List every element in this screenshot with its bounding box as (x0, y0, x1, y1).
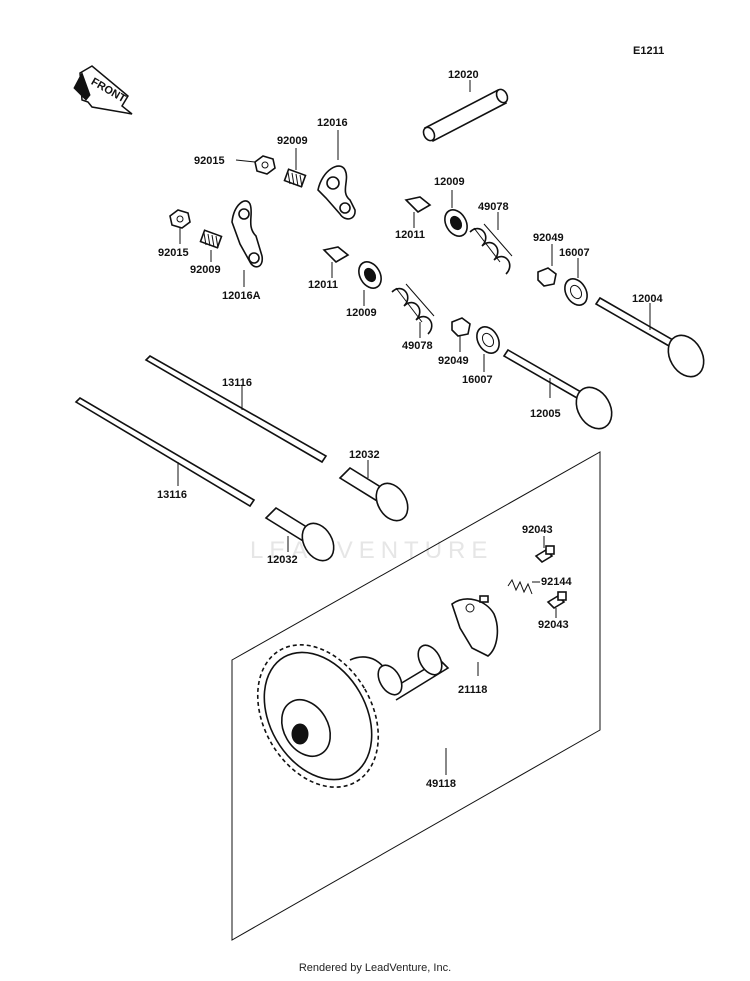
valve-keeper-12011-upper[interactable] (404, 196, 432, 214)
callout-92043-lower: 92043 (538, 619, 569, 631)
stem-seal-92049-lower[interactable] (451, 317, 471, 337)
rocker-arm-12016[interactable] (317, 165, 356, 220)
callout-13116-upper: 13116 (222, 377, 252, 389)
diagram-ref-code: E1211 (633, 45, 664, 57)
valve-12004[interactable] (594, 296, 711, 383)
callout-12020: 12020 (448, 69, 479, 81)
push-rod-13116-upper[interactable] (144, 355, 328, 464)
callout-12004: 12004 (632, 293, 663, 305)
footer-credit: Rendered by LeadVenture, Inc. (298, 962, 452, 974)
callout-49078-lower: 49078 (402, 340, 433, 352)
callout-12032-lower: 12032 (267, 554, 298, 566)
camshaft-gear-49118[interactable] (233, 623, 450, 809)
callout-12009-upper: 12009 (434, 176, 465, 188)
adjust-screw-92009-upper[interactable] (283, 168, 307, 188)
nut-92015-lower[interactable] (169, 209, 191, 229)
callout-12009-lower: 12009 (346, 307, 377, 319)
callout-92015-upper: 92015 (194, 155, 225, 167)
callout-12016A: 12016A (222, 290, 261, 302)
bolt-92043-lower[interactable] (546, 591, 567, 610)
callout-92009-upper: 92009 (277, 135, 308, 147)
callout-92049-lower: 92049 (438, 355, 469, 367)
front-arrow-icon: FRONT (73, 65, 133, 115)
callout-92049-upper: 92049 (533, 232, 564, 244)
spring-seat-16007-lower[interactable] (472, 323, 503, 357)
callout-92144: 92144 (541, 576, 572, 588)
callout-16007-upper: 16007 (559, 247, 590, 259)
callout-12011-lower: 12011 (308, 279, 338, 291)
valve-spring-49078-upper[interactable] (469, 223, 513, 275)
callout-92009-lower: 92009 (190, 264, 221, 276)
spring-seat-16007-upper[interactable] (560, 275, 591, 309)
callout-49078-upper: 49078 (478, 201, 509, 213)
lifter-12032-upper[interactable] (338, 466, 414, 526)
watermark: LEADVENTURE (250, 537, 493, 564)
stem-seal-92049-upper[interactable] (537, 267, 557, 287)
valve-keeper-12011-lower[interactable] (322, 246, 350, 264)
callout-21118: 21118 (458, 684, 487, 696)
adjust-screw-92009-lower[interactable] (199, 229, 223, 249)
rocker-shaft-12020[interactable] (421, 87, 509, 143)
spring-retainer-12009-upper[interactable] (440, 206, 471, 240)
callout-92043-upper: 92043 (522, 524, 553, 536)
lifter-12032-lower[interactable] (264, 506, 340, 566)
callout-92015-lower: 92015 (158, 247, 189, 259)
callout-16007-lower: 16007 (462, 374, 493, 386)
spring-92144[interactable] (507, 578, 533, 595)
nut-92015-upper[interactable] (254, 155, 276, 175)
decompressor-21118[interactable] (451, 595, 499, 657)
callout-12016: 12016 (317, 117, 348, 129)
callout-12011-upper: 12011 (395, 229, 425, 241)
spring-retainer-12009-lower[interactable] (354, 258, 385, 292)
callout-13116-lower: 13116 (157, 489, 187, 501)
valve-12005[interactable] (502, 348, 619, 435)
valve-spring-49078-lower[interactable] (391, 283, 435, 335)
push-rod-13116-lower[interactable] (74, 396, 256, 508)
camshaft-assembly-outline (231, 451, 601, 941)
callout-12032-upper: 12032 (349, 449, 380, 461)
bolt-92043-upper[interactable] (534, 545, 555, 564)
callout-49118: 49118 (426, 778, 456, 790)
callout-12005: 12005 (530, 408, 561, 420)
rocker-arm-12016A[interactable] (231, 200, 264, 268)
